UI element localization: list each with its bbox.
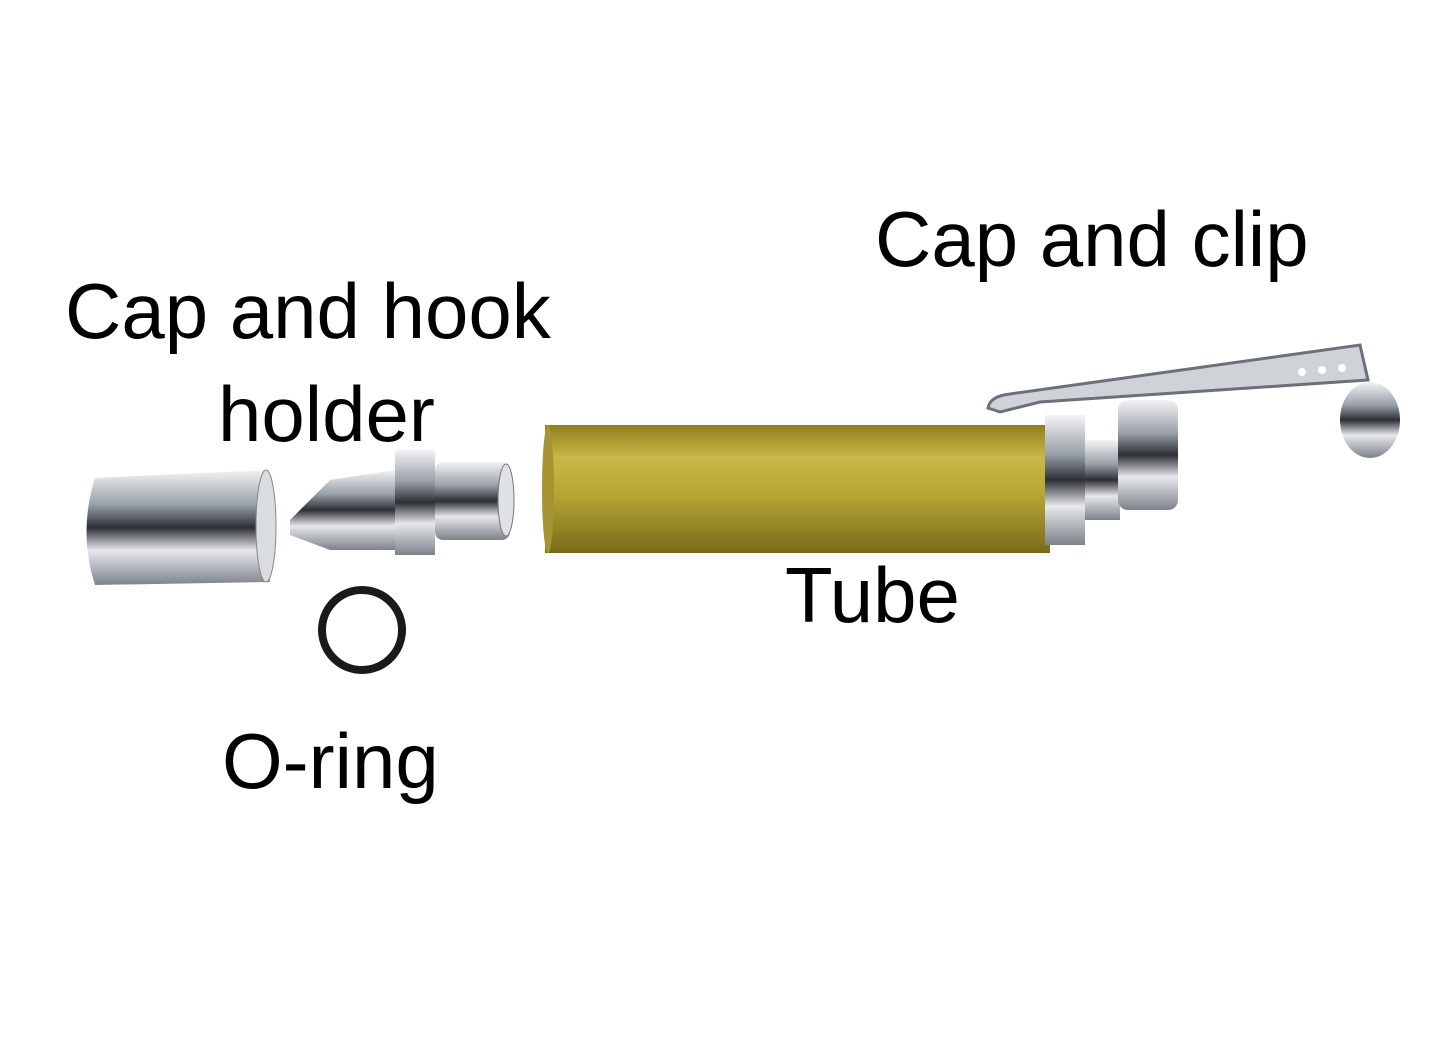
chrome-end-cap	[86, 469, 277, 585]
o-ring	[318, 586, 406, 674]
brass-tube	[542, 425, 1050, 553]
hook-holder-part	[290, 450, 515, 555]
label-cap-and-hook-line2: holder	[218, 370, 435, 458]
label-cap-and-hook-line1: Cap and hook	[65, 267, 551, 355]
label-cap-and-clip: Cap and clip	[875, 195, 1309, 283]
cap-and-clip-part	[986, 343, 1400, 545]
label-tube: Tube	[785, 551, 960, 639]
label-o-ring: O-ring	[222, 717, 439, 805]
